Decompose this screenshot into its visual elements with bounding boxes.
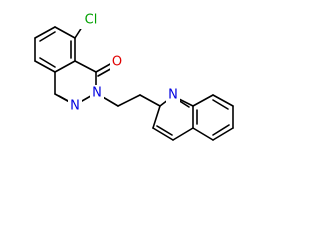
bond-inner <box>212 124 230 136</box>
bond <box>212 94 234 107</box>
label-mask <box>90 85 104 102</box>
nitrogen-label: N <box>70 99 80 114</box>
chlorine-label: Cl <box>85 13 98 28</box>
atom-label-layer: Cl O N N N <box>68 12 180 115</box>
bond-c-o <box>95 62 113 73</box>
bond <box>172 127 194 141</box>
bond <box>54 26 76 39</box>
bond-inner <box>39 31 56 42</box>
nitrogen-label: N <box>168 88 178 103</box>
structure-canvas: Cl O N N N <box>34 12 234 141</box>
label-mask <box>68 98 82 115</box>
bond-inner <box>212 99 229 110</box>
molecule-diagram: Cl O N N N <box>34 12 234 141</box>
bond-layer <box>34 23 234 141</box>
label-mask <box>166 87 180 104</box>
bond-inner <box>39 57 56 68</box>
bond <box>152 105 161 129</box>
bond <box>212 127 234 141</box>
bond <box>54 60 76 73</box>
oxygen-label: O <box>112 55 122 70</box>
bond <box>74 60 97 73</box>
bond <box>34 60 56 73</box>
bond <box>152 127 174 141</box>
bond <box>34 26 56 39</box>
bond <box>117 94 141 107</box>
bond <box>139 94 161 107</box>
bond-inner <box>156 125 173 136</box>
label-mask <box>80 12 101 29</box>
label-mask <box>110 54 124 71</box>
nitrogen-label: N <box>92 86 102 101</box>
bond <box>192 94 214 107</box>
bond <box>192 127 214 141</box>
